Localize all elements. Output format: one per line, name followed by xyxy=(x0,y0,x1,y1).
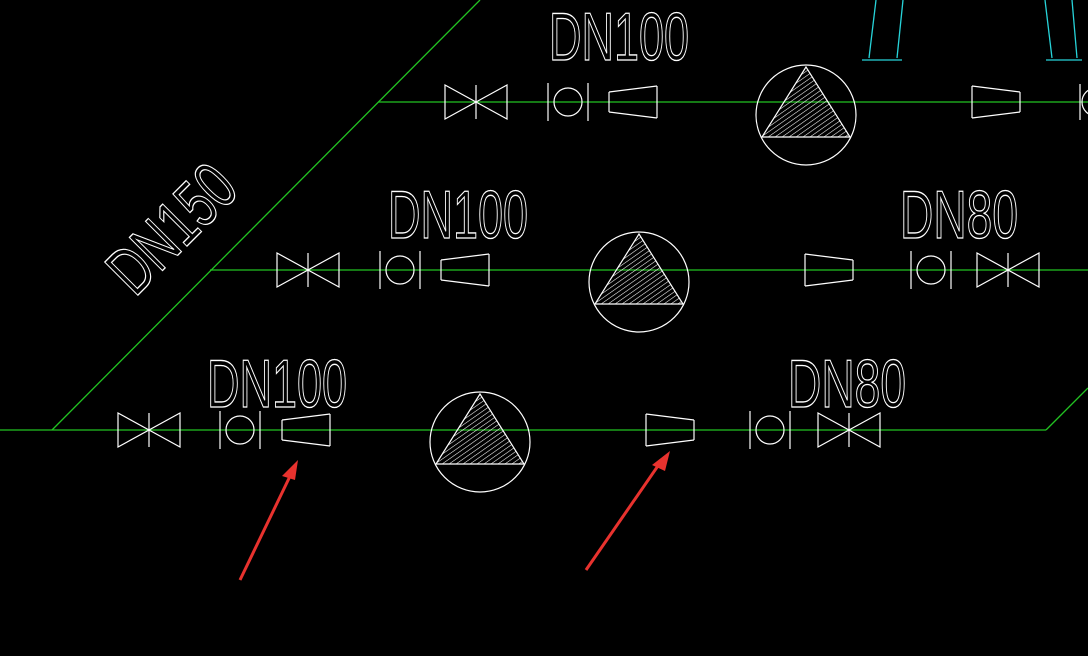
equipment-legs xyxy=(862,0,1082,61)
annotations xyxy=(238,451,670,581)
red-arrow-icon xyxy=(584,451,670,571)
row2-right-label: DN80 xyxy=(900,177,1018,253)
size-labels: DN150 DN100 DN100 DN80 DN100 DN80 xyxy=(91,0,1018,423)
red-arrow-icon xyxy=(238,460,298,581)
pump-icon xyxy=(755,64,857,166)
right-branch-pipe xyxy=(1045,387,1088,431)
row-1 xyxy=(444,64,1088,166)
row3-left-label: DN100 xyxy=(207,346,347,422)
pump-icon xyxy=(588,231,690,333)
row3-right-label: DN80 xyxy=(788,346,906,422)
pump-icon xyxy=(429,391,531,493)
row1-left-label: DN100 xyxy=(549,0,689,75)
row2-left-label: DN100 xyxy=(388,177,528,253)
riser-label: DN150 xyxy=(92,149,252,309)
riser-pipe xyxy=(51,0,481,431)
